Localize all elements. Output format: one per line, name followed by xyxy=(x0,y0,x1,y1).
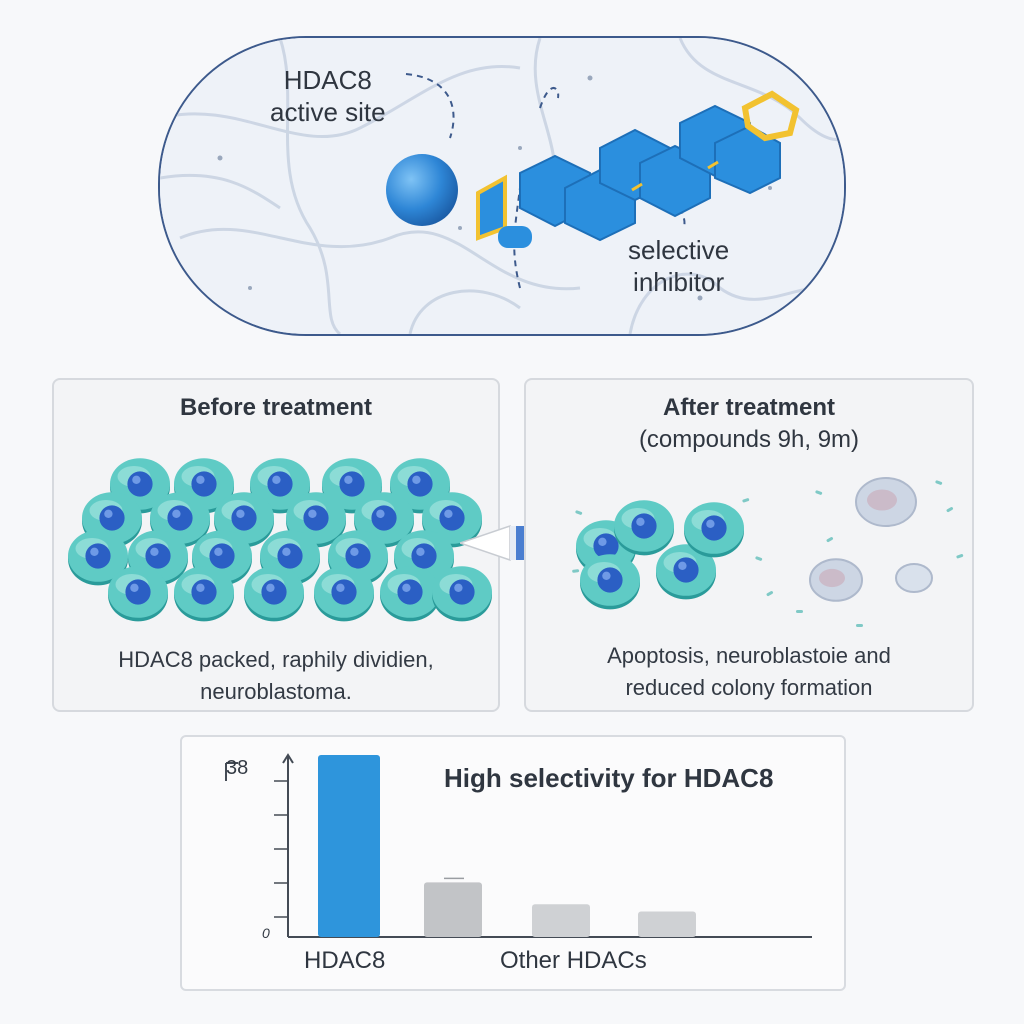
bar-chart-svg xyxy=(225,753,812,938)
y-axis-bracket xyxy=(225,762,238,781)
y-axis-arrow xyxy=(282,753,294,764)
molecule-scene xyxy=(160,38,844,334)
chart-title: High selectivity for HDAC8 xyxy=(444,763,774,793)
inhibitor-label-line2: inhibitor xyxy=(633,267,725,297)
after-treatment-subtitle: (compounds 9h, 9m) xyxy=(638,426,860,453)
after-treatment-title: After treatment xyxy=(662,394,836,421)
cell xyxy=(314,566,374,622)
inhibitor-label-line1: selective xyxy=(628,235,730,265)
bar-1 xyxy=(424,882,482,937)
before-treatment-panel: Before treatment HDAC8 packed, raphily d… xyxy=(52,378,500,712)
apoptotic-cell xyxy=(855,477,917,527)
before-treatment-caption: HDAC8 packed, raphily dividien, neurobla… xyxy=(54,644,498,708)
cell xyxy=(656,544,716,600)
cell xyxy=(286,492,346,548)
cell xyxy=(68,530,128,586)
before-caption-line1: HDAC8 packed, raphily dividien, xyxy=(118,647,434,672)
after-treatment-caption: Apoptosis, neuroblastoie and reduced col… xyxy=(526,640,972,704)
y-axis-top-label: 38 xyxy=(226,757,249,779)
active-site-label-line1: HDAC8 xyxy=(283,65,372,95)
active-site-label-line2: active site xyxy=(270,97,386,127)
cell xyxy=(244,566,304,622)
category-label-hdac8: HDAC8 xyxy=(304,947,386,974)
cell xyxy=(174,566,234,622)
cell xyxy=(380,566,440,622)
bar-0 xyxy=(318,755,380,937)
category-label-other-hdacs: Other HDACs xyxy=(500,947,647,974)
cell-fragments xyxy=(572,480,964,627)
active-site-illustration: HDAC8 active site selective inhibitor xyxy=(158,36,846,336)
background-dots xyxy=(217,75,772,301)
inhibitor-label: selective inhibitor xyxy=(628,234,729,298)
after-treatment-panel: After treatment (compounds 9h, 9m) Apopt… xyxy=(524,378,974,712)
dense-cell-cluster xyxy=(68,458,492,622)
cell xyxy=(108,566,168,622)
cell xyxy=(614,500,674,556)
before-caption-line2: neuroblastoma. xyxy=(200,679,352,704)
debris-vesicle xyxy=(895,563,933,593)
cell xyxy=(422,492,482,548)
cell xyxy=(580,554,640,610)
apoptotic-cell xyxy=(809,558,863,602)
cell xyxy=(432,566,492,622)
cell xyxy=(128,530,188,586)
before-treatment-title: Before treatment xyxy=(179,394,373,421)
after-caption-line2: reduced colony formation xyxy=(625,675,873,700)
after-caption-line1: Apoptosis, neuroblastoie and xyxy=(607,643,891,668)
active-site-label: HDAC8 active site xyxy=(270,64,386,128)
bar-2 xyxy=(532,904,590,937)
active-site-sphere xyxy=(386,154,458,226)
cell xyxy=(684,502,744,558)
selectivity-chart: High selectivity for HDAC8 38 0 HDAC8 Ot… xyxy=(180,735,846,991)
sparse-cell-cluster xyxy=(572,477,964,627)
inhibitor-molecule xyxy=(476,90,800,248)
bar-3 xyxy=(638,911,696,937)
y-axis-zero-label: 0 xyxy=(262,925,270,941)
